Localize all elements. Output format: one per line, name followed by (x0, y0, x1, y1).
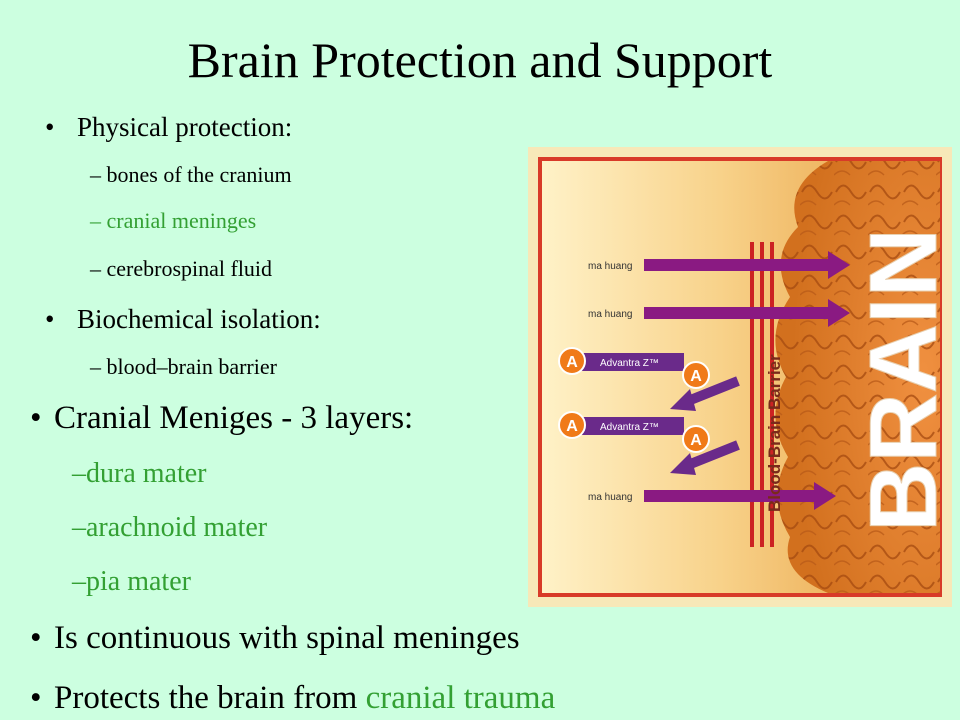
slide-title: Brain Protection and Support (187, 32, 773, 88)
cranial-trauma-highlight: cranial trauma (365, 680, 556, 716)
advantra-logo-2: A (566, 418, 578, 435)
ma-huang-label-2: ma huang (588, 309, 632, 320)
layer-pia-mater: –pia mater (72, 566, 191, 597)
sub-bullet-bones: – bones of the cranium (90, 162, 292, 187)
layer-arachnoid-mater: –arachnoid mater (72, 512, 268, 543)
advantra-logo-3: A (690, 368, 702, 385)
advantra-label-2: Advantra Z™ (600, 422, 659, 433)
ma-huang-label-1: ma huang (588, 261, 632, 272)
sub-bullet-csf: – cerebrospinal fluid (90, 256, 273, 281)
sub-bullet-meninges: – cranial meninges (90, 208, 257, 233)
sub-bullet-bbb: – blood–brain barrier (90, 354, 277, 379)
blood-brain-barrier-label: Blood-Brain Barrier (765, 354, 784, 512)
brain-label: BRAIN (850, 228, 952, 532)
advantra-label-1: Advantra Z™ (600, 358, 659, 369)
blood-brain-barrier-illustration: ma huang ma huang ma huang Advantra Z™ A… (528, 147, 952, 607)
advantra-logo-4: A (690, 432, 702, 449)
layer-dura-mater: –dura mater (72, 458, 207, 489)
ma-huang-label-3: ma huang (588, 492, 632, 503)
advantra-logo-1: A (566, 354, 578, 371)
